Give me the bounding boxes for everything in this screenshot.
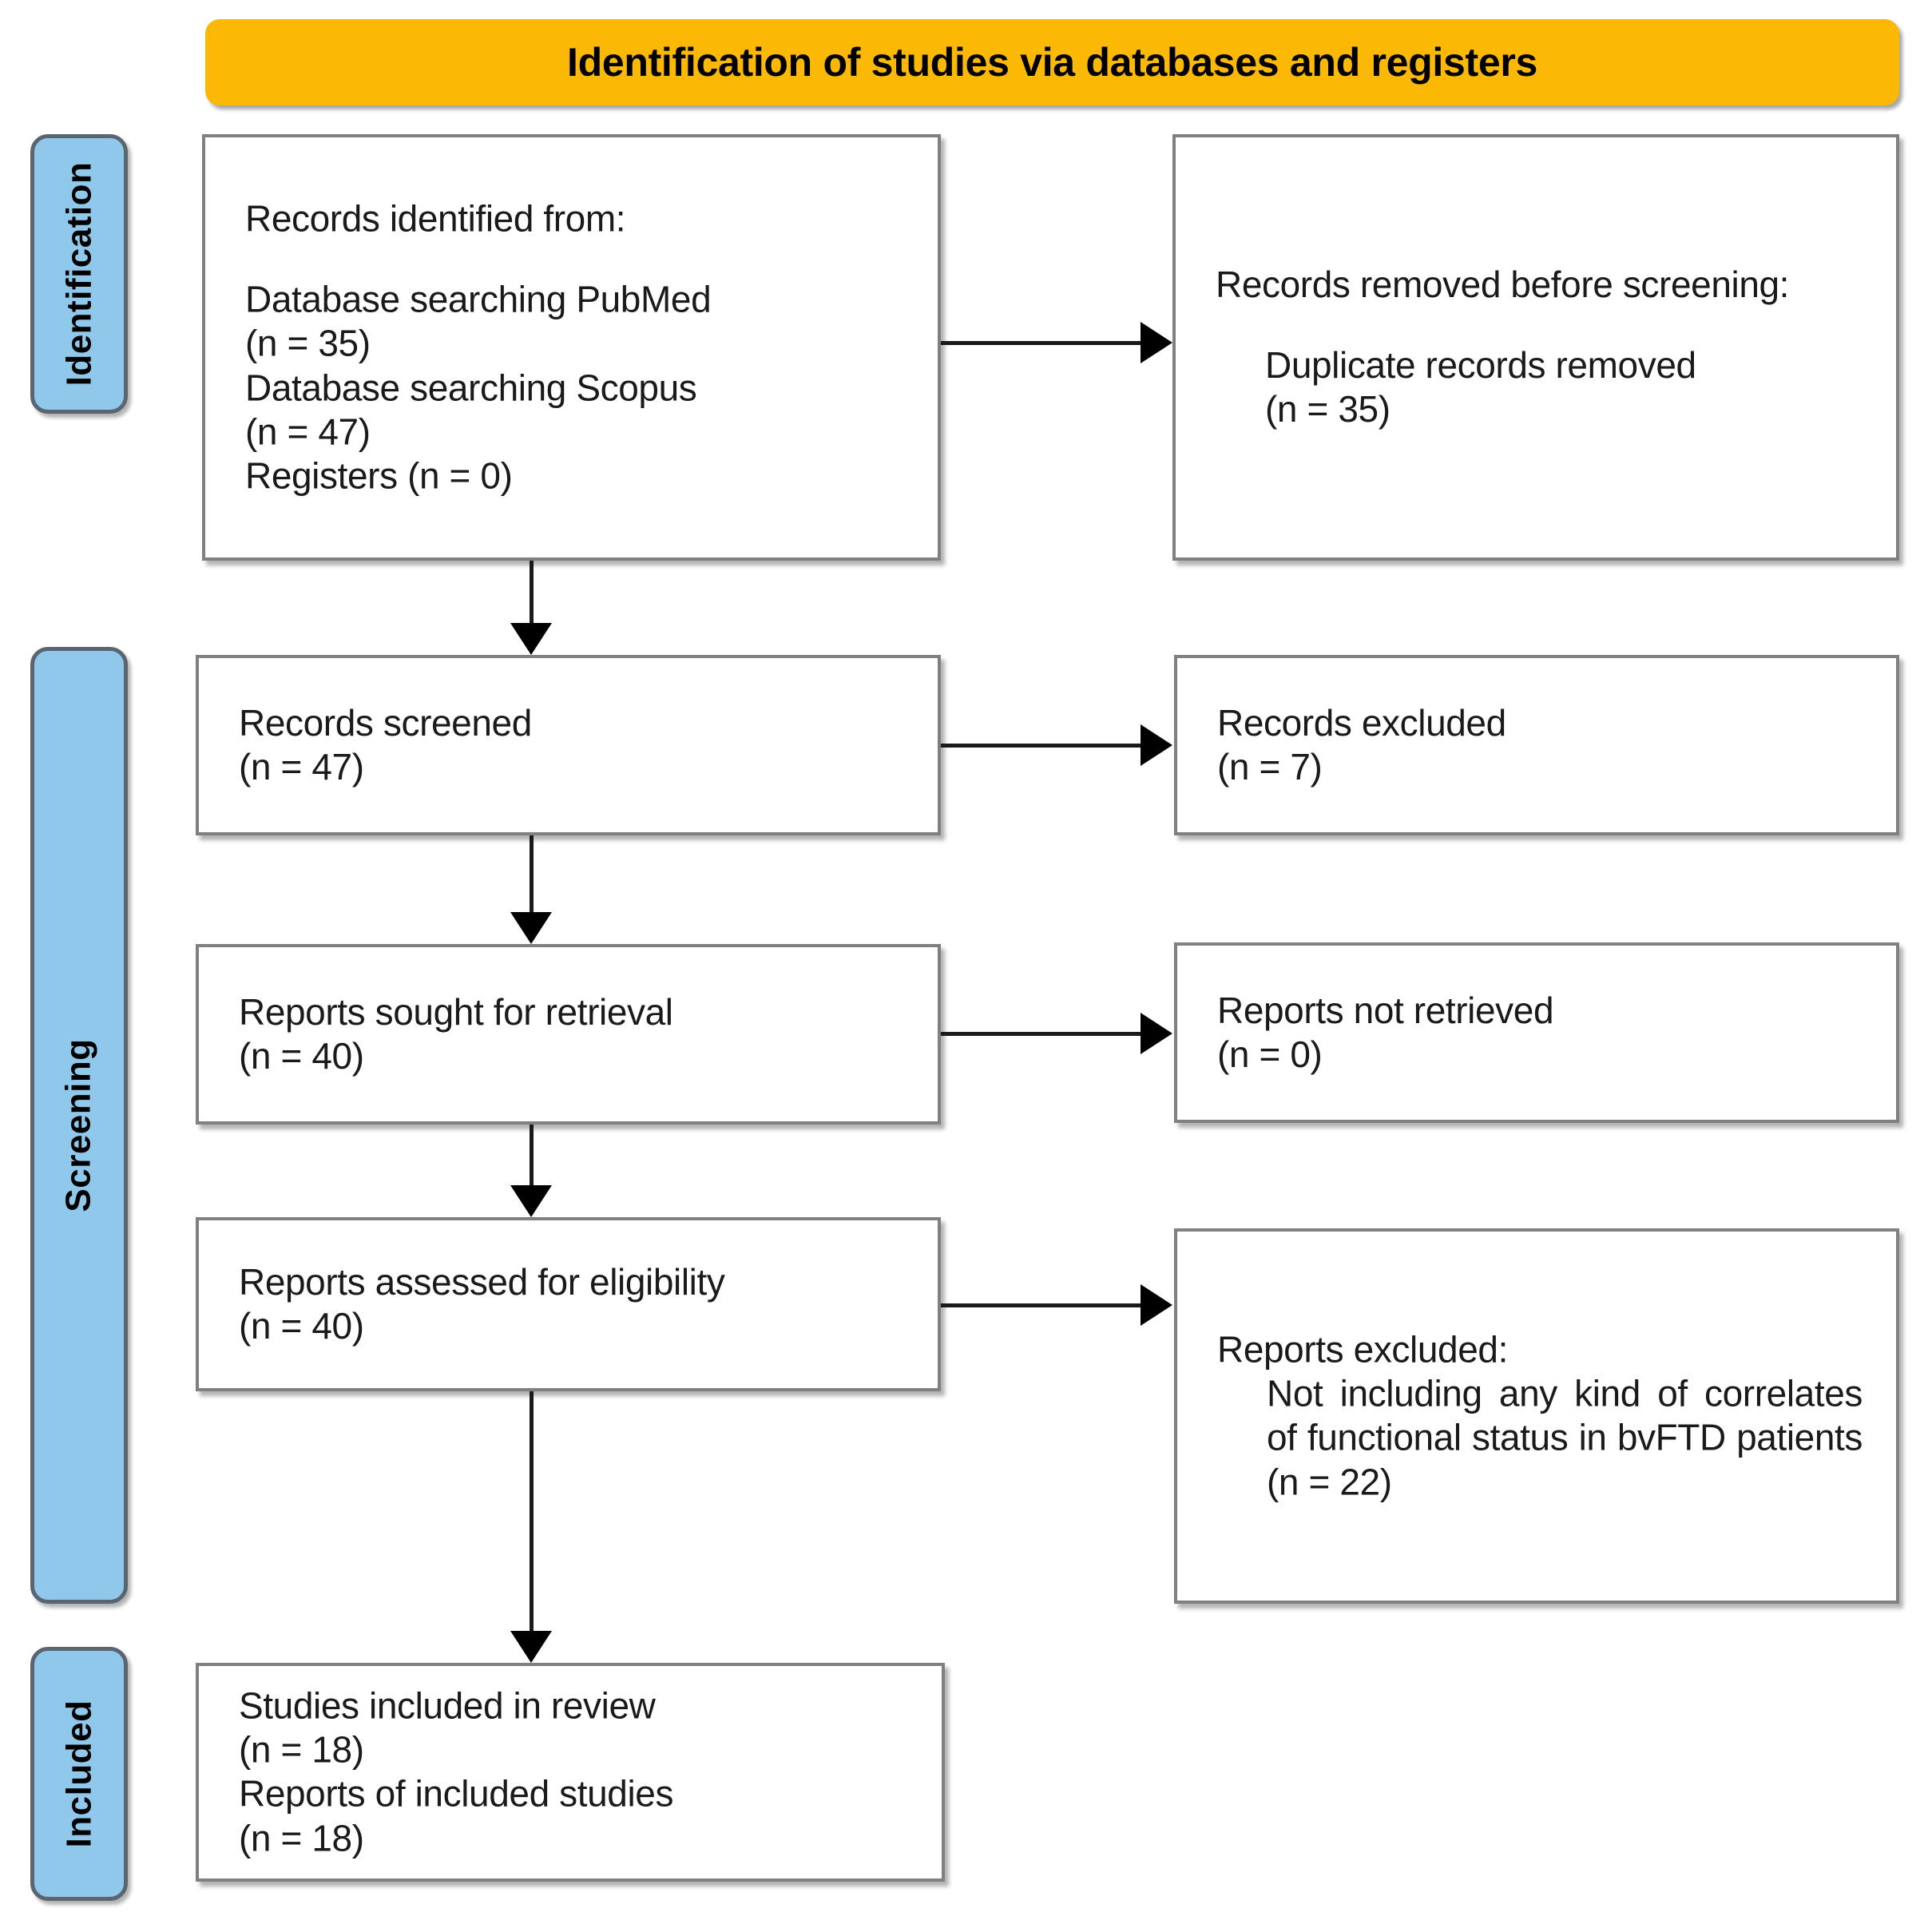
arrow-down-icon — [510, 1631, 552, 1663]
stage-label-included: Included — [30, 1647, 128, 1901]
studies-included-label: Studies included in review — [239, 1684, 656, 1727]
reports-excluded-heading: Reports excluded: — [1217, 1328, 1508, 1371]
diagram-title-banner: Identification of studies via databases … — [205, 19, 1899, 105]
stage-label-included-text: Included — [59, 1700, 98, 1848]
arrow-down-icon — [510, 912, 552, 944]
stage-label-screening: Screening — [30, 647, 128, 1604]
arrow-down-icon — [510, 1185, 552, 1217]
records-excluded-count: (n = 7) — [1217, 746, 1323, 787]
records-removed-heading-italic: before screening: — [1510, 264, 1790, 306]
records-identified-scopus: Database searching Scopus — [245, 367, 697, 408]
studies-included-count: (n = 18) — [239, 1728, 364, 1771]
connector-assessed-to-reportsexcluded — [941, 1303, 1142, 1307]
records-screened-count: (n = 47) — [239, 746, 364, 787]
spacer — [1216, 307, 1869, 343]
box-records-excluded: Records excluded (n = 7) — [1174, 655, 1899, 835]
box-records-identified: Records identified from: Database search… — [202, 134, 941, 561]
box-records-screened: Records screened (n = 47) — [196, 655, 941, 835]
records-identified-pubmed-count: (n = 35) — [245, 322, 371, 364]
spacer — [245, 241, 910, 278]
records-screened-label: Records screened — [239, 701, 532, 744]
connector-identified-to-removed — [941, 341, 1142, 345]
connector-identified-to-screened — [530, 561, 534, 628]
box-reports-excluded: Reports excluded: Not including any kind… — [1174, 1228, 1899, 1604]
connector-assessed-to-included — [530, 1391, 534, 1632]
arrow-down-icon — [510, 623, 552, 655]
reports-assessed-label: Reports assessed for eligibility — [239, 1260, 725, 1303]
stage-label-identification: Identification — [30, 134, 128, 414]
reports-excluded-reason: Not including any kind of correlates of … — [1267, 1372, 1863, 1503]
arrow-right-icon — [1141, 724, 1172, 766]
box-studies-included: Studies included in review (n = 18) Repo… — [196, 1663, 945, 1882]
diagram-title: Identification of studies via databases … — [566, 40, 1537, 85]
stage-label-identification-text: Identification — [59, 161, 98, 387]
reports-sought-label: Reports sought for retrieval — [239, 990, 673, 1033]
reports-assessed-count: (n = 40) — [239, 1305, 364, 1347]
arrow-right-icon — [1141, 1013, 1172, 1054]
reports-sought-count: (n = 40) — [239, 1035, 364, 1077]
records-removed-duplicates-count: (n = 35) — [1265, 388, 1390, 430]
arrow-right-icon — [1141, 322, 1172, 363]
connector-sought-to-assessed — [530, 1125, 534, 1188]
reports-included-count: (n = 18) — [239, 1817, 364, 1859]
box-reports-sought: Reports sought for retrieval (n = 40) — [196, 944, 941, 1125]
box-reports-assessed: Reports assessed for eligibility (n = 40… — [196, 1217, 941, 1391]
records-identified-pubmed: Database searching PubMed — [245, 278, 712, 320]
records-identified-scopus-count: (n = 47) — [245, 411, 371, 453]
connector-sought-to-notretrieved — [941, 1032, 1142, 1036]
records-removed-heading: Records removed before screening: — [1216, 263, 1869, 307]
stage-label-screening-text: Screening — [59, 1038, 98, 1212]
arrow-right-icon — [1141, 1284, 1172, 1326]
reports-not-retrieved-count: (n = 0) — [1217, 1033, 1323, 1075]
records-removed-heading-plain: Records removed — [1216, 264, 1511, 306]
reports-included-label: Reports of included studies — [239, 1773, 674, 1815]
connector-screened-to-excluded — [941, 744, 1142, 748]
records-identified-heading: Records identified from: — [245, 197, 626, 240]
records-removed-duplicates: Duplicate records removed — [1265, 344, 1696, 387]
records-identified-registers: Registers (n = 0) — [245, 454, 513, 497]
reports-not-retrieved-label: Reports not retrieved — [1217, 989, 1554, 1031]
connector-screened-to-sought — [530, 835, 534, 914]
box-records-removed: Records removed before screening: Duplic… — [1172, 134, 1899, 561]
box-reports-not-retrieved: Reports not retrieved (n = 0) — [1174, 942, 1899, 1123]
records-excluded-label: Records excluded — [1217, 701, 1506, 744]
